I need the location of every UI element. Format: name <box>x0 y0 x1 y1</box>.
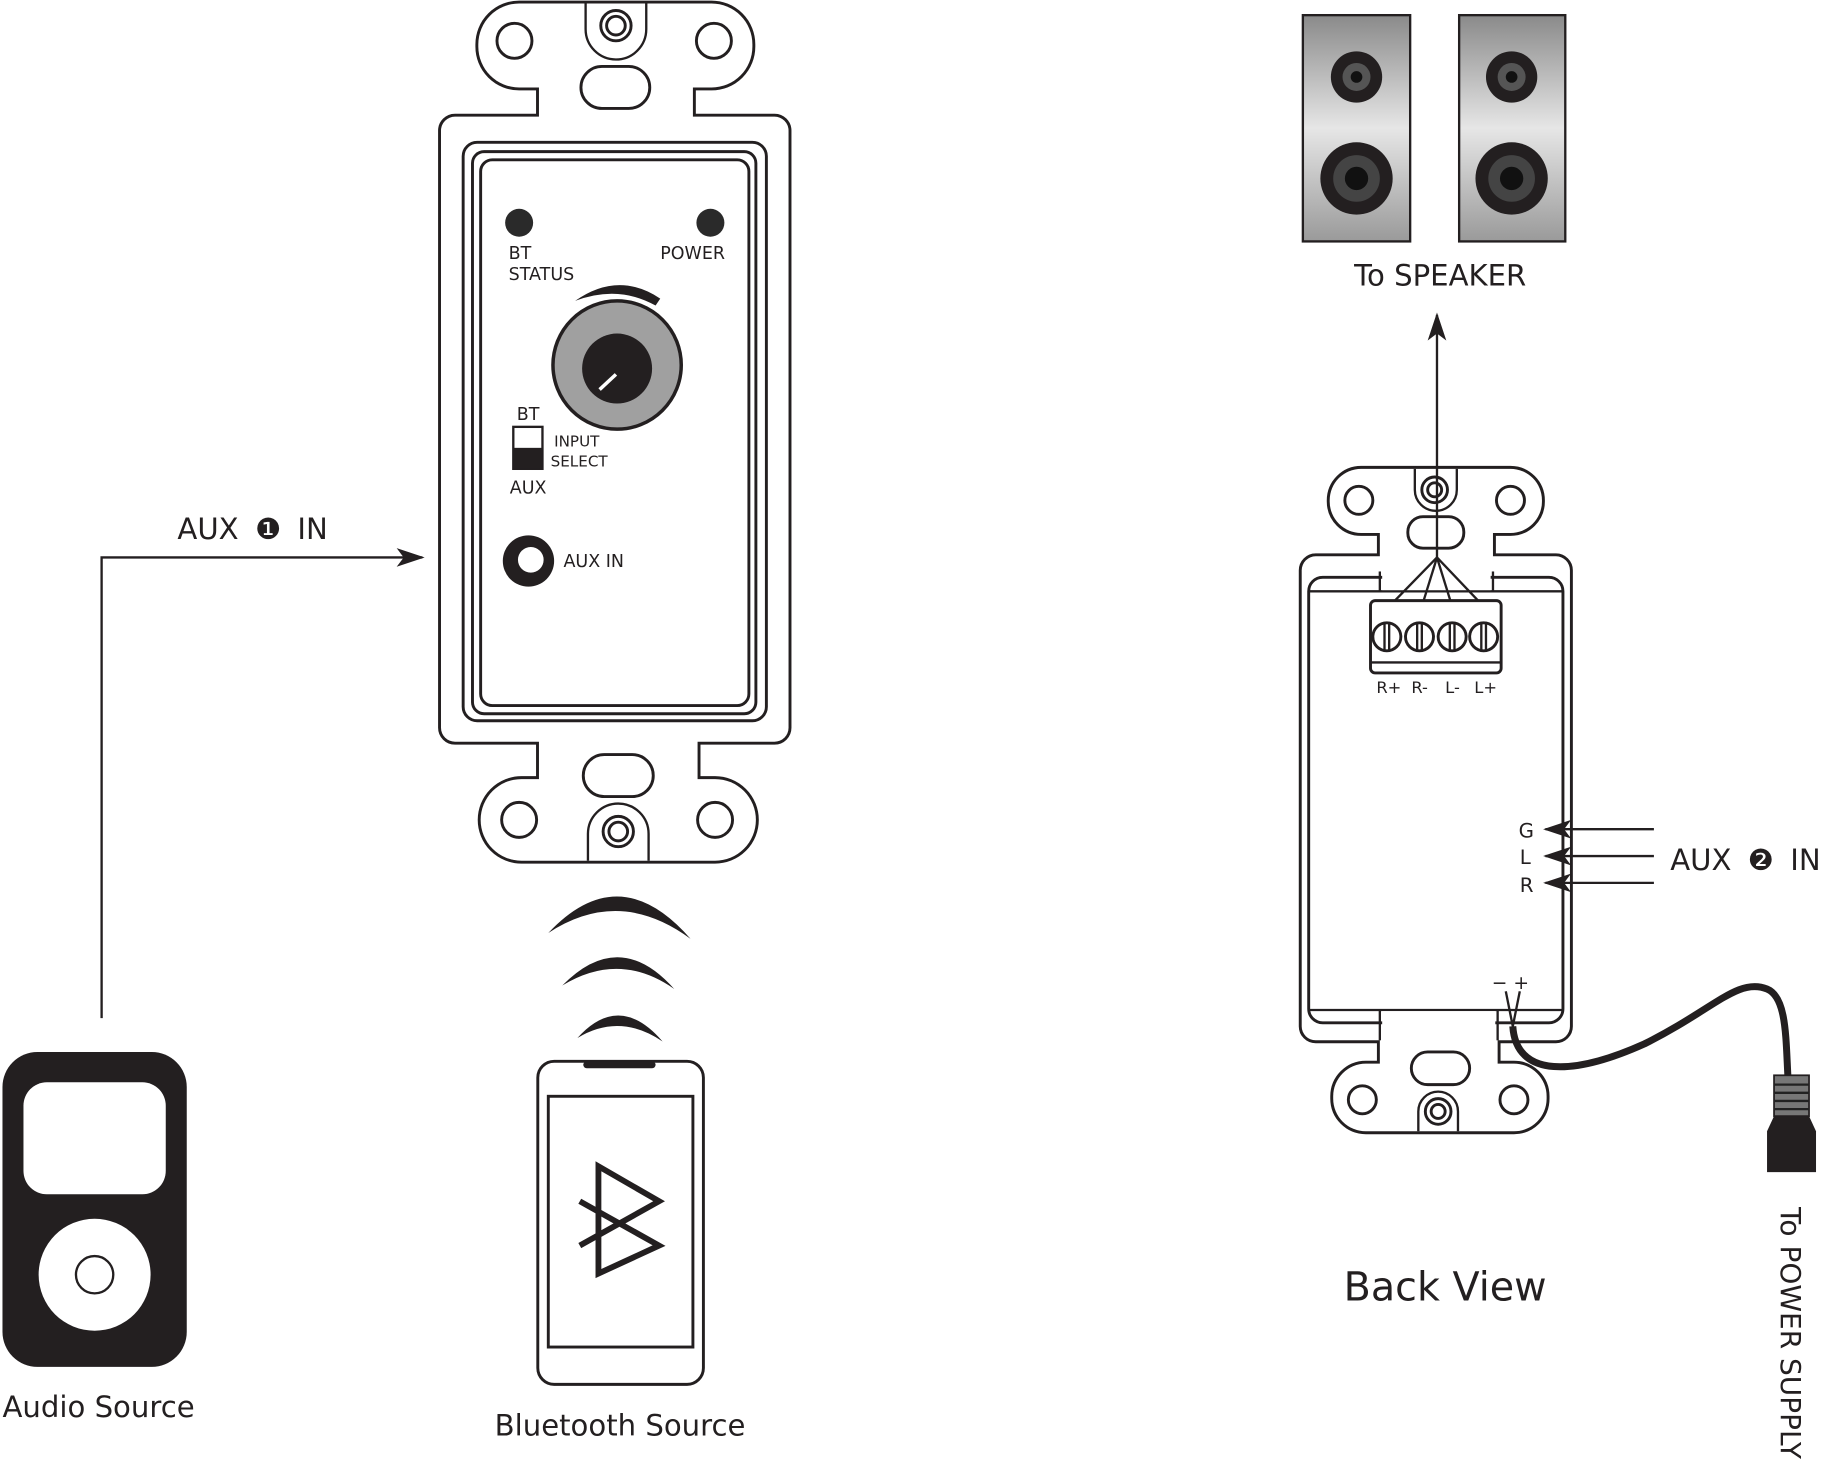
power-label: POWER <box>660 244 725 264</box>
svg-text:R: R <box>1520 874 1534 897</box>
speaker-terminal-block <box>1369 599 1503 675</box>
wireless-signal-icon <box>548 896 691 1042</box>
power-cable <box>1509 983 1792 1079</box>
aux-in-jack[interactable] <box>502 535 555 587</box>
volume-knob[interactable] <box>551 299 683 431</box>
aux2-pin-labels: G L R <box>1519 819 1534 897</box>
aux-in-label: AUX IN <box>563 552 624 572</box>
switch-bt-label: BT <box>517 405 540 425</box>
aux2-input-arrows <box>1543 819 1654 893</box>
smartphone <box>536 1059 705 1386</box>
audio-source-device <box>2 1051 187 1367</box>
volume-direction-arrow-icon <box>575 285 661 306</box>
svg-text:G: G <box>1519 819 1534 842</box>
speaker-wires <box>1388 556 1485 608</box>
bluetooth-icon <box>578 1161 666 1279</box>
svg-text:L: L <box>1520 846 1531 869</box>
aux1-cable-line <box>100 548 425 1019</box>
bt-status-led <box>505 208 534 237</box>
player-screen <box>23 1082 166 1195</box>
bluetooth-source-label: Bluetooth Source <box>495 1409 746 1443</box>
power-led <box>696 208 725 237</box>
input-select-switch[interactable] <box>512 425 544 471</box>
audio-source-label: Audio Source <box>2 1390 194 1424</box>
svg-text:L+: L+ <box>1474 678 1497 697</box>
svg-text:L-: L- <box>1445 678 1460 697</box>
to-power-supply-label: To POWER SUPPLY <box>1774 1206 1807 1459</box>
back-view-title: Back View <box>1344 1264 1547 1310</box>
svg-text:R-: R- <box>1411 678 1428 697</box>
terminal-labels: R+ R- L- L+ <box>1376 678 1497 697</box>
power-plug-icon <box>1767 1074 1817 1173</box>
switch-aux-label: AUX <box>510 478 547 498</box>
svg-text:R+: R+ <box>1376 678 1401 697</box>
back-wall-plate <box>1298 465 1573 1135</box>
speaker-right <box>1457 13 1567 243</box>
speaker-left <box>1301 13 1412 243</box>
front-wall-plate <box>438 0 792 864</box>
to-speaker-label: To SPEAKER <box>1353 259 1526 293</box>
power-polarity-label: − + <box>1492 973 1529 994</box>
